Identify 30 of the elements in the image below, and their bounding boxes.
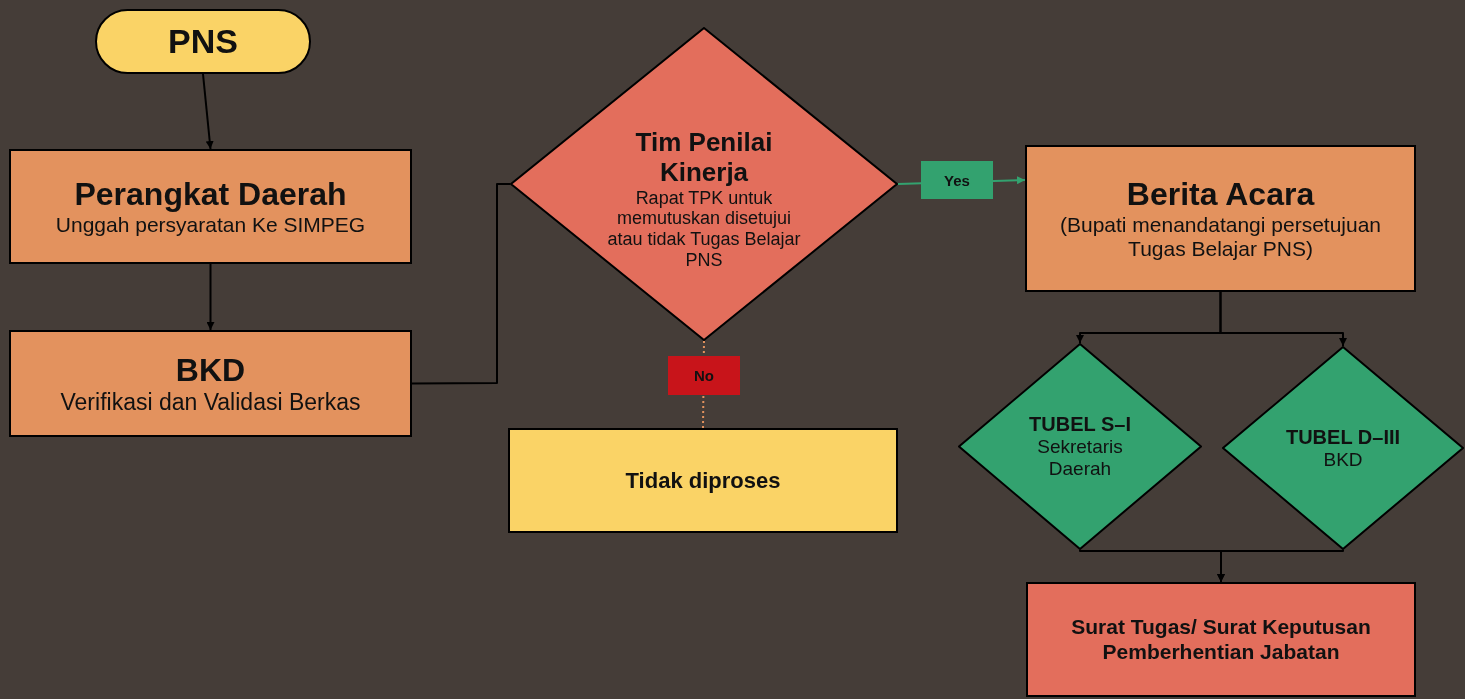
node-title: PNS	[168, 21, 238, 62]
node-title: BKD	[175, 351, 246, 389]
edge-label: Yes	[921, 161, 993, 199]
node-description: Verifikasi dan Validasi Berkas	[60, 388, 361, 416]
node-title: TUBEL D–III	[1285, 425, 1401, 449]
process-box	[1026, 582, 1416, 697]
node-description: Unggah persyaratan Ke SIMPEG	[55, 212, 366, 237]
node-title: Tidak diproses	[625, 467, 781, 494]
node-description: Sekretaris Daerah	[1036, 436, 1124, 480]
arrow	[206, 263, 215, 331]
arrow	[1217, 549, 1344, 583]
connector-line	[411, 183, 511, 385]
node-title: Berita Acara	[1126, 175, 1315, 213]
node-title: Surat Tugas/ Surat Keputusan Pemberhentian Jabatan	[1070, 615, 1372, 664]
node-description: BKD	[1323, 448, 1363, 471]
node-description: (Bupati menandatangi persetujuan Tugas Belajar PNS)	[1058, 212, 1383, 262]
process-box	[9, 330, 412, 437]
decision-diamond	[1222, 346, 1464, 550]
node-title: Tim Penilai Kinerja	[634, 127, 774, 188]
edge-label: No	[668, 356, 740, 395]
node-title: Perangkat Daerah	[74, 176, 347, 213]
node-description: Rapat TPK untuk memutuskan disetujui atau tidak Tugas Belajar PNS	[606, 187, 802, 271]
process-box	[508, 428, 898, 533]
process-box	[9, 149, 412, 264]
arrow	[202, 73, 214, 150]
decision-diamond	[958, 343, 1202, 550]
decision-diamond	[510, 27, 898, 341]
process-box	[1025, 145, 1416, 292]
arrow	[1219, 291, 1347, 347]
node-title: TUBEL S–I	[1029, 413, 1131, 437]
